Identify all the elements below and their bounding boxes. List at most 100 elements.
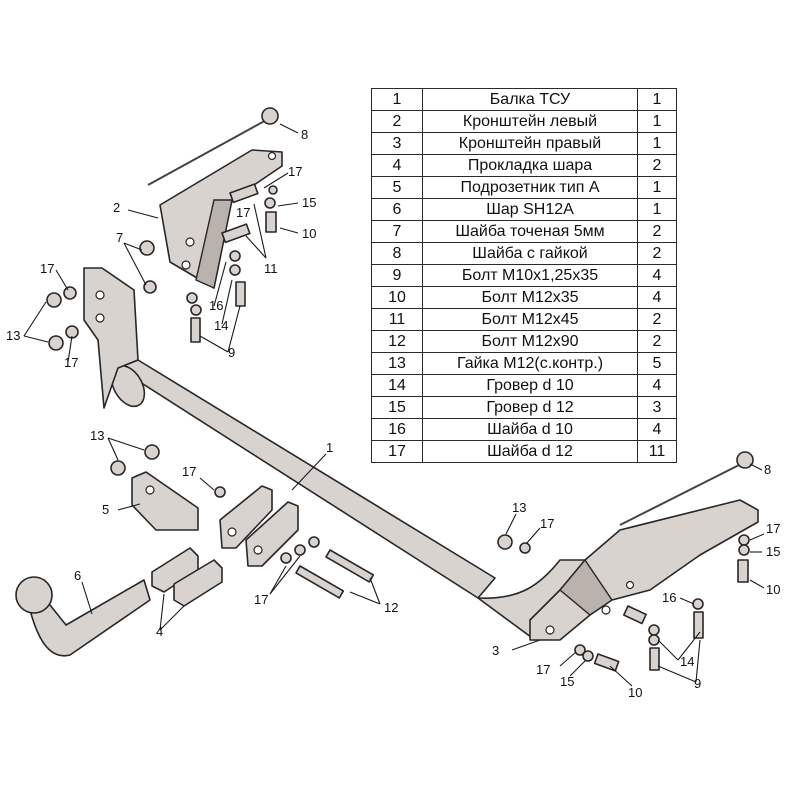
- part-number: 1: [371, 88, 423, 111]
- right-bracket: [529, 499, 759, 641]
- part-name: Кронштейн левый: [422, 110, 638, 133]
- callout-label: 16: [662, 590, 676, 605]
- part-name: Болт М12х45: [422, 308, 638, 331]
- part-number: 13: [371, 352, 423, 375]
- part-number: 6: [371, 198, 423, 221]
- part-name: Гайка М12(с.контр.): [422, 352, 638, 375]
- callout-label: 11: [264, 261, 278, 276]
- socket-plate: [131, 471, 199, 531]
- callout-label: 14: [680, 654, 694, 669]
- part-quantity: 2: [637, 330, 677, 353]
- callout-label: 17: [182, 464, 196, 479]
- part-name: Шайба с гайкой: [422, 242, 638, 265]
- part-name: Гровер d 12: [422, 396, 638, 419]
- callout-label: 17: [64, 355, 78, 370]
- part-quantity: 5: [637, 352, 677, 375]
- center-plates: [219, 485, 299, 567]
- callout-label: 16: [209, 298, 223, 313]
- part-quantity: 2: [637, 308, 677, 331]
- callout-label: 17: [236, 205, 250, 220]
- callout-numbers: 8 2 17 15 17 10 7 11 17 16 13 14 17 9 13…: [6, 127, 780, 700]
- leader-lines: [23, 123, 765, 687]
- part-number: 11: [371, 308, 423, 331]
- part-name: Болт М12х35: [422, 286, 638, 309]
- part-quantity: 4: [637, 286, 677, 309]
- callout-label: 17: [254, 592, 268, 607]
- part-name: Шайба точеная 5мм: [422, 220, 638, 243]
- part-quantity: 1: [637, 176, 677, 199]
- part-name: Болт М12х90: [422, 330, 638, 353]
- part-number: 12: [371, 330, 423, 353]
- callout-label: 17: [766, 521, 780, 536]
- callout-label: 4: [156, 624, 163, 639]
- part-quantity: 2: [637, 154, 677, 177]
- part-quantity: 1: [637, 88, 677, 111]
- part-name: Болт М10х1,25х35: [422, 264, 638, 287]
- part-name: Балка ТСУ: [422, 88, 638, 111]
- part-quantity: 4: [637, 264, 677, 287]
- callout-label: 2: [113, 200, 120, 215]
- callout-label: 13: [90, 428, 104, 443]
- callout-label: 17: [536, 662, 550, 677]
- callout-label: 17: [540, 516, 554, 531]
- callout-label: 5: [102, 502, 109, 517]
- part-quantity: 3: [637, 396, 677, 419]
- part-number: 7: [371, 220, 423, 243]
- part-quantity: 2: [637, 242, 677, 265]
- tow-ball: [15, 576, 151, 657]
- callout-label: 13: [512, 500, 526, 515]
- callout-label: 6: [74, 568, 81, 583]
- callout-label: 10: [302, 226, 316, 241]
- part-name: Подрозетник тип А: [422, 176, 638, 199]
- callout-label: 10: [628, 685, 642, 700]
- part-number: 15: [371, 396, 423, 419]
- left-beam-plate: [83, 267, 139, 409]
- part-quantity: 11: [637, 440, 677, 463]
- fasteners: [46, 183, 750, 672]
- ball-spacers: [151, 547, 223, 607]
- part-number: 5: [371, 176, 423, 199]
- part-name: Прокладка шара: [422, 154, 638, 177]
- callout-label: 1: [326, 440, 333, 455]
- callout-label: 7: [116, 230, 123, 245]
- part-number: 3: [371, 132, 423, 155]
- callout-label: 8: [301, 127, 308, 142]
- part-quantity: 4: [637, 418, 677, 441]
- part-number: 8: [371, 242, 423, 265]
- part-name: Шар SH12A: [422, 198, 638, 221]
- part-number: 10: [371, 286, 423, 309]
- callout-label: 15: [766, 544, 780, 559]
- callout-label: 17: [40, 261, 54, 276]
- callout-label: 8: [764, 462, 771, 477]
- part-quantity: 1: [637, 198, 677, 221]
- part-quantity: 2: [637, 220, 677, 243]
- callout-label: 17: [288, 164, 302, 179]
- part-number: 16: [371, 418, 423, 441]
- part-number: 17: [371, 440, 423, 463]
- part-quantity: 1: [637, 132, 677, 155]
- callout-label: 14: [214, 318, 228, 333]
- callout-label: 15: [560, 674, 574, 689]
- callout-label: 10: [766, 582, 780, 597]
- callout-label: 13: [6, 328, 20, 343]
- callout-label: 9: [228, 345, 235, 360]
- part-name: Гровер d 10: [422, 374, 638, 397]
- callout-label: 3: [492, 643, 499, 658]
